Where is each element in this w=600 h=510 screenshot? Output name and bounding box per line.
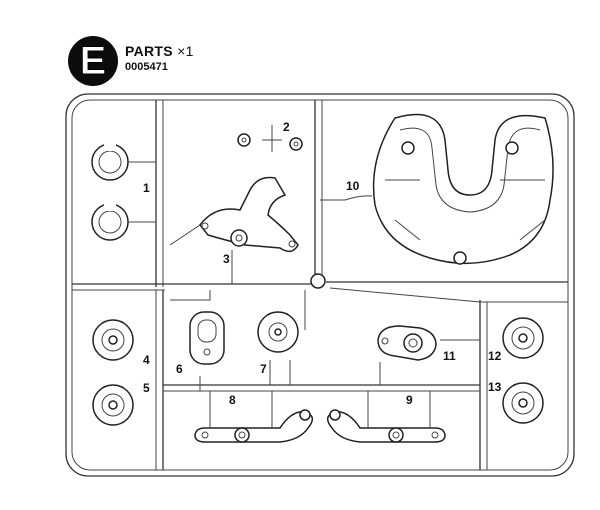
part-number-9: 9 (406, 393, 413, 407)
parts-letter: E (79, 39, 107, 84)
part-number-2: 2 (283, 120, 290, 134)
part-6-link (189, 311, 225, 365)
parts-letter-badge: E (68, 36, 118, 86)
part-10-plate (372, 113, 554, 265)
part-number-7: 7 (260, 362, 267, 376)
part-12-bushing (502, 317, 544, 359)
part-number-13: 13 (488, 380, 502, 394)
part-5-bushing (92, 384, 134, 426)
part-11-arm (377, 325, 437, 361)
part-13-bushing (502, 382, 544, 424)
parts-title: PARTS ×1 (125, 43, 194, 59)
sprue-frame-inner (71, 99, 569, 471)
part-number-6: 6 (176, 362, 183, 376)
part-1-rings (91, 143, 156, 241)
part-4-bushing (92, 319, 134, 361)
part-number-4: 4 (143, 353, 150, 367)
sprue-gate (310, 273, 326, 289)
part-number-10: 10 (346, 179, 360, 193)
part-number-5: 5 (143, 381, 150, 395)
parts-title-text: PARTS (125, 43, 173, 59)
part-number-12: 12 (488, 349, 502, 363)
part-9-link (326, 391, 446, 443)
part-number-11: 11 (443, 349, 456, 363)
sprue-frame-outer (65, 93, 575, 477)
part-number-3: 3 (223, 252, 230, 266)
parts-code: 0005471 (125, 61, 168, 73)
part-8-link (194, 391, 314, 443)
part-number-1: 1 (143, 181, 150, 195)
sprue-runners (72, 100, 568, 470)
part-7-wheel (257, 311, 299, 353)
parts-quantity: ×1 (177, 43, 194, 59)
part-number-labels: 1 2 3 4 5 6 7 8 9 10 11 12 13 (143, 120, 502, 407)
part-3-bracket (169, 176, 299, 284)
part-number-8: 8 (229, 393, 236, 407)
part-2-tabs (237, 125, 303, 152)
